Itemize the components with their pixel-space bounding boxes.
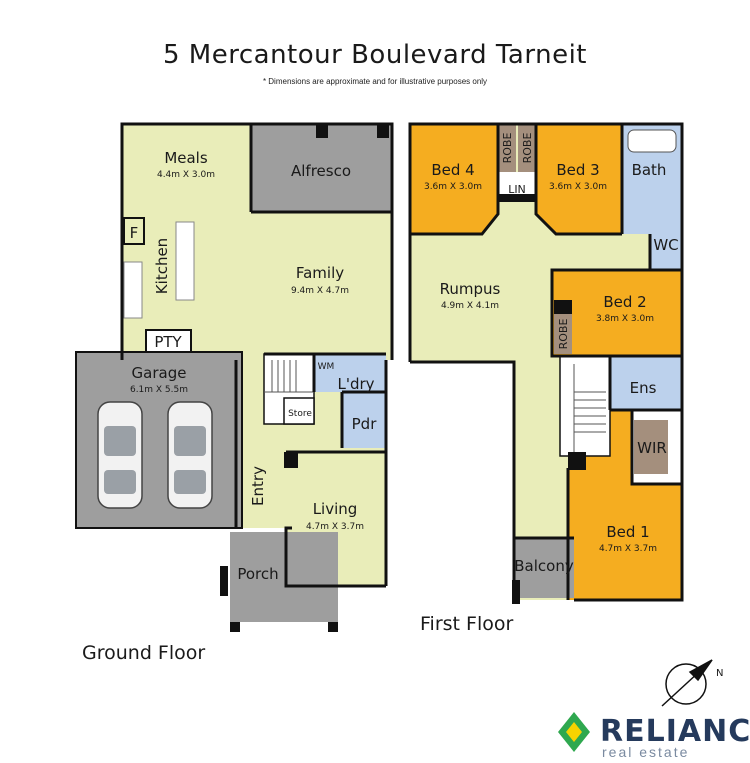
meals-label: Meals bbox=[164, 149, 208, 167]
porch-area[interactable] bbox=[230, 532, 338, 622]
robe-left[interactable] bbox=[498, 124, 516, 172]
ground-walls bbox=[75, 122, 394, 588]
bed3-room[interactable] bbox=[536, 124, 622, 234]
ensuite-label: Ens bbox=[630, 379, 657, 397]
wc-room[interactable] bbox=[650, 234, 682, 270]
balcony-label: Balcony bbox=[514, 557, 574, 575]
bed4-label: Bed 4 bbox=[431, 161, 474, 179]
pantry-label: PTY bbox=[154, 333, 182, 351]
garage-cars bbox=[97, 401, 213, 509]
robe-left-label: ROBE bbox=[501, 133, 514, 164]
first-stair-treads bbox=[573, 364, 606, 456]
powder-label: Pdr bbox=[352, 415, 378, 433]
reliance-logo-icon bbox=[558, 712, 590, 752]
store-label: Store bbox=[288, 409, 312, 419]
fridge-space bbox=[123, 217, 145, 245]
bathtub bbox=[627, 129, 677, 153]
robe-right-label: ROBE bbox=[521, 133, 534, 164]
brand-tagline: real estate bbox=[602, 744, 690, 760]
wir-room[interactable] bbox=[634, 420, 668, 474]
bed2-room[interactable] bbox=[552, 270, 682, 356]
porch-label: Porch bbox=[237, 565, 278, 583]
first-walls bbox=[408, 122, 684, 602]
first-floor-label: First Floor bbox=[420, 613, 514, 635]
balcony-area[interactable] bbox=[514, 538, 574, 598]
bed1-room[interactable] bbox=[568, 410, 682, 600]
wm-label: WM bbox=[318, 362, 335, 372]
robe-right[interactable] bbox=[518, 124, 536, 172]
kitchen-island bbox=[175, 221, 195, 301]
living-label: Living bbox=[313, 500, 358, 518]
garage-label: Garage bbox=[132, 364, 187, 382]
first-staircase bbox=[559, 355, 611, 457]
compass-icon bbox=[661, 659, 713, 707]
compass-north-label: N bbox=[716, 668, 723, 679]
ensuite-room[interactable] bbox=[610, 356, 682, 410]
meals-dims: 4.4m X 3.0m bbox=[157, 170, 215, 180]
first-floor-plan: Bed 4 3.6m X 3.0m ROBE ROBE LIN Bed 3 3.… bbox=[408, 122, 684, 604]
family-label: Family bbox=[296, 264, 344, 282]
entry-label: Entry bbox=[249, 466, 267, 506]
linen-label: LIN bbox=[508, 183, 526, 196]
disclaimer-note: * Dimensions are approximate and for ill… bbox=[262, 77, 488, 86]
bed4-dims: 3.6m X 3.0m bbox=[424, 182, 482, 192]
wir-label: WIR bbox=[637, 439, 667, 457]
bath-label: Bath bbox=[632, 161, 667, 179]
first-posts bbox=[498, 194, 586, 604]
bed1-dims: 4.7m X 3.7m bbox=[599, 544, 657, 554]
stair-treads bbox=[264, 360, 314, 393]
ground-floor-label: Ground Floor bbox=[82, 642, 206, 664]
bed1-label: Bed 1 bbox=[606, 523, 649, 541]
garage-dims: 6.1m X 5.5m bbox=[130, 385, 188, 395]
bed2-dims: 3.8m X 3.0m bbox=[596, 314, 654, 324]
bed4-room[interactable] bbox=[410, 124, 498, 234]
kitchen-counter bbox=[123, 261, 143, 319]
bed3-label: Bed 3 bbox=[556, 161, 599, 179]
rumpus-dims: 4.9m X 4.1m bbox=[441, 301, 499, 311]
family-dims: 9.4m X 4.7m bbox=[291, 286, 349, 296]
robe-bed2-label: ROBE bbox=[557, 319, 570, 350]
laundry-label: L'dry bbox=[337, 375, 374, 393]
living-dims: 4.7m X 3.7m bbox=[306, 522, 364, 532]
wc-label: WC bbox=[653, 236, 678, 254]
powder-room[interactable] bbox=[342, 392, 386, 448]
bed3-dims: 3.6m X 3.0m bbox=[549, 182, 607, 192]
alfresco-label: Alfresco bbox=[291, 162, 351, 180]
kitchen-label: Kitchen bbox=[153, 238, 171, 294]
rumpus-label: Rumpus bbox=[440, 280, 501, 298]
store-cupboard[interactable] bbox=[283, 397, 315, 425]
plan-title: 5 Mercantour Boulevard Tarneit bbox=[163, 40, 587, 70]
laundry-room[interactable] bbox=[314, 354, 386, 392]
ground-floor-plan: Meals 4.4m X 3.0m Alfresco F Kitchen Fam… bbox=[75, 122, 394, 632]
bed2-label: Bed 2 bbox=[603, 293, 646, 311]
alfresco-area[interactable] bbox=[251, 124, 392, 212]
fridge-label: F bbox=[130, 224, 139, 242]
ground-posts bbox=[220, 124, 389, 632]
brand-name: RELIANCE bbox=[600, 714, 750, 749]
